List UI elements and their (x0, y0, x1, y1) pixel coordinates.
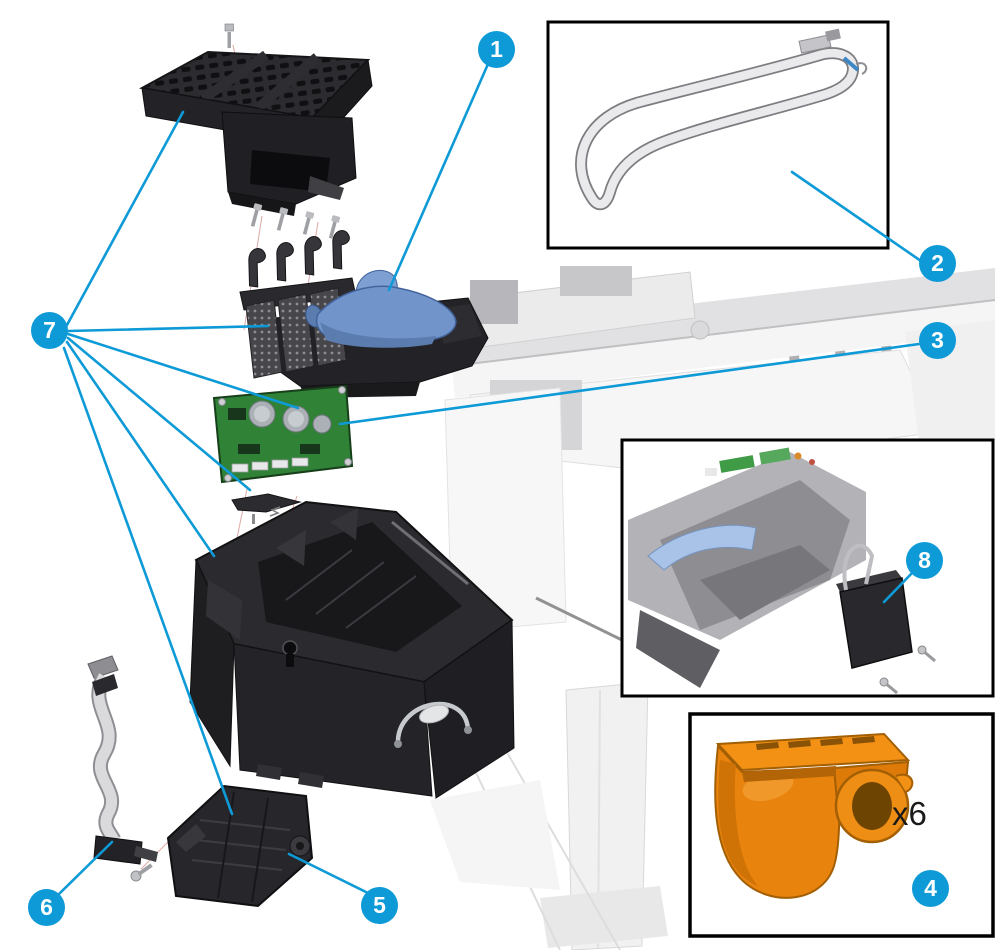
trailing-cable (87, 655, 158, 865)
inner-cover (221, 111, 357, 216)
mounting-screws (130, 23, 341, 882)
inset-tube-box (546, 20, 890, 250)
callout-2: 2 (919, 245, 956, 282)
small-hardware (231, 493, 302, 524)
lower-screw (130, 863, 153, 882)
callout-5: 5 (361, 887, 398, 924)
callout-4: 4 (912, 870, 949, 907)
main-carriage-body (189, 500, 515, 799)
lower-cover (166, 784, 314, 908)
blue-latch-lever (305, 270, 457, 348)
callout-6: 6 (28, 889, 65, 926)
callout-8: 8 (906, 542, 943, 579)
leader-lines (57, 62, 923, 896)
callout-1: 1 (478, 31, 515, 68)
callout-7: 7 (31, 312, 68, 349)
quantity-label: x6 (892, 795, 927, 832)
callout-3: 3 (919, 322, 956, 359)
carriage-pca (212, 384, 354, 484)
inset-screw-cover-box (688, 712, 995, 938)
